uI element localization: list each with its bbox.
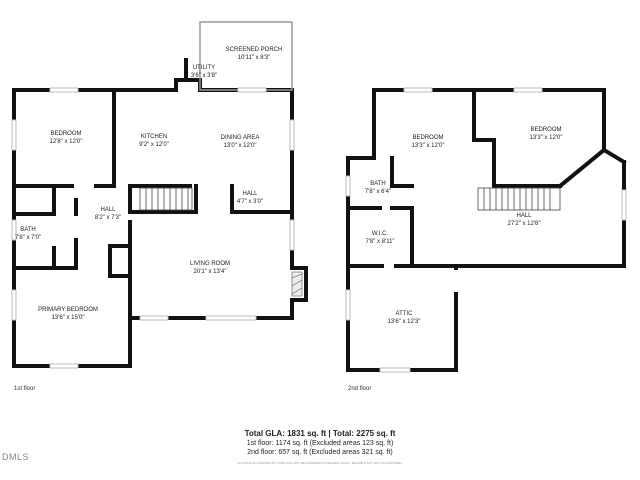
second-floor-walls <box>346 88 627 372</box>
summary-line-1st-floor: 1st floor: 1174 sq. ft (Excluded areas 1… <box>246 440 394 447</box>
floor-plan-drawing <box>11 21 627 373</box>
window-marks <box>11 87 627 373</box>
fireplace <box>291 271 303 297</box>
summary-line-2nd-floor: 2nd floor: 657 sq. ft (Excluded areas 32… <box>247 449 393 456</box>
disclaimer-text: FLOOR PLAN CREATED BY CUBICASA APP. MEAS… <box>237 461 403 465</box>
watermark: DMLS <box>2 452 30 462</box>
room-label-wic: W.I.C.7'8" x 8'11" <box>365 231 395 245</box>
summary-title: Total GLA: 1831 sq. ft | Total: 2275 sq.… <box>244 429 396 438</box>
floor-caption-1st: 1st floor <box>14 386 36 392</box>
area-summary: Total GLA: 1831 sq. ft | Total: 2275 sq.… <box>0 429 640 457</box>
stairs <box>139 187 561 211</box>
floor-caption-2nd: 2nd floor <box>348 386 372 392</box>
